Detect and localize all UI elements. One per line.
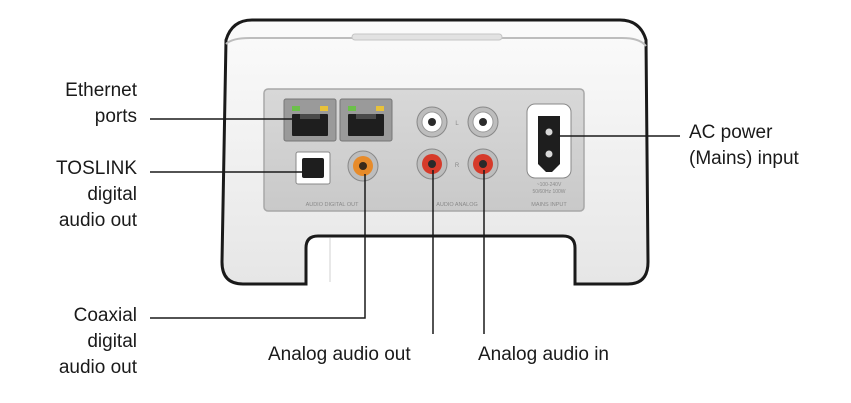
power-rating-line2: 50/60Hz 100W [532, 189, 565, 195]
label-analog-audio-out: Analog audio out [268, 344, 411, 365]
activity-led-amber [376, 106, 384, 111]
channel-label-top: L [455, 121, 459, 127]
label-ethernet-ports: Ethernet ports [65, 80, 137, 127]
rca-in-red [467, 148, 499, 180]
label-toslink: TOSLINK digital audio out [56, 158, 137, 231]
link-led-green [348, 106, 356, 111]
link-led-green [292, 106, 300, 111]
section-label-digital: AUDIO DIGITAL OUT [306, 202, 360, 208]
section-label-mains: MAINS INPUT [531, 202, 567, 208]
ac-power-inlet [526, 103, 572, 179]
rca-out-white [416, 106, 448, 138]
connector-panel: L R ~100-240V 50/60Hz 100W AUDIO DIGITAL… [263, 88, 585, 212]
top-slot [351, 33, 503, 41]
section-label-analog: AUDIO ANALOG [436, 202, 478, 208]
coaxial-port [347, 150, 379, 182]
toslink-port [295, 151, 331, 185]
power-rating-line1: ~100-240V [537, 182, 562, 188]
label-analog-audio-in: Analog audio in [478, 344, 609, 365]
ethernet-port-1 [283, 98, 337, 142]
activity-led-amber [320, 106, 328, 111]
rca-out-red [416, 148, 448, 180]
label-coaxial: Coaxial digital audio out [58, 305, 137, 378]
channel-label-bottom: R [455, 163, 460, 169]
leader-lines [150, 118, 680, 334]
rca-in-white [467, 106, 499, 138]
leader-coaxial [150, 174, 366, 319]
ethernet-port-2 [339, 98, 393, 142]
label-ac-power: AC power (Mains) input [689, 122, 799, 169]
